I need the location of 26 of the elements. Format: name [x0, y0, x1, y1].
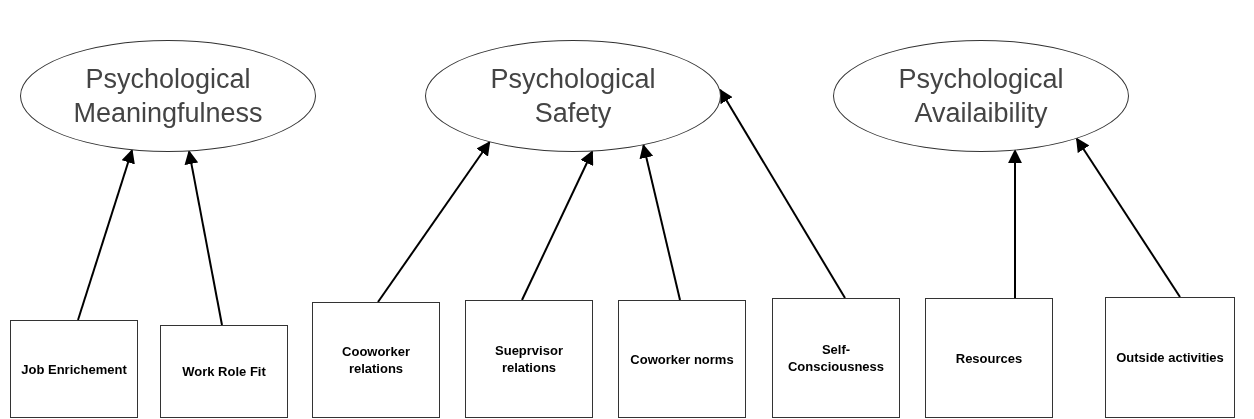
- arrow: [377, 141, 491, 303]
- arrow: [1075, 137, 1181, 298]
- factor-box: [772, 298, 900, 418]
- factor-label: Work Role Fit: [181, 363, 267, 380]
- factor-box: [160, 325, 288, 418]
- factor-label: Job Enrichement: [20, 360, 128, 378]
- concept-label: Psychological Safety: [489, 63, 657, 130]
- factor-box: [1105, 297, 1235, 418]
- factor-label: Sueprvisor relations: [494, 342, 564, 376]
- arrow: [184, 150, 223, 326]
- arrow: [639, 143, 681, 301]
- concept-label: Psychological Availaibility: [897, 63, 1065, 130]
- factor-label: Cooworker relations: [341, 343, 411, 377]
- arrow: [719, 88, 846, 299]
- factor-box: [312, 302, 440, 418]
- factor-box: [618, 300, 746, 418]
- factor-label: Self-Consciousness: [786, 341, 886, 375]
- factor-box: [925, 298, 1053, 418]
- factor-label: Coworker norms: [629, 350, 735, 368]
- arrow: [521, 150, 594, 301]
- arrow: [77, 149, 135, 321]
- factor-label: Resources: [954, 349, 1024, 367]
- concept-label: Psychological Meaningfulness: [72, 63, 264, 130]
- factor-label: Outside activities: [1115, 349, 1225, 366]
- factor-box: [465, 300, 593, 418]
- factor-box: [10, 320, 138, 418]
